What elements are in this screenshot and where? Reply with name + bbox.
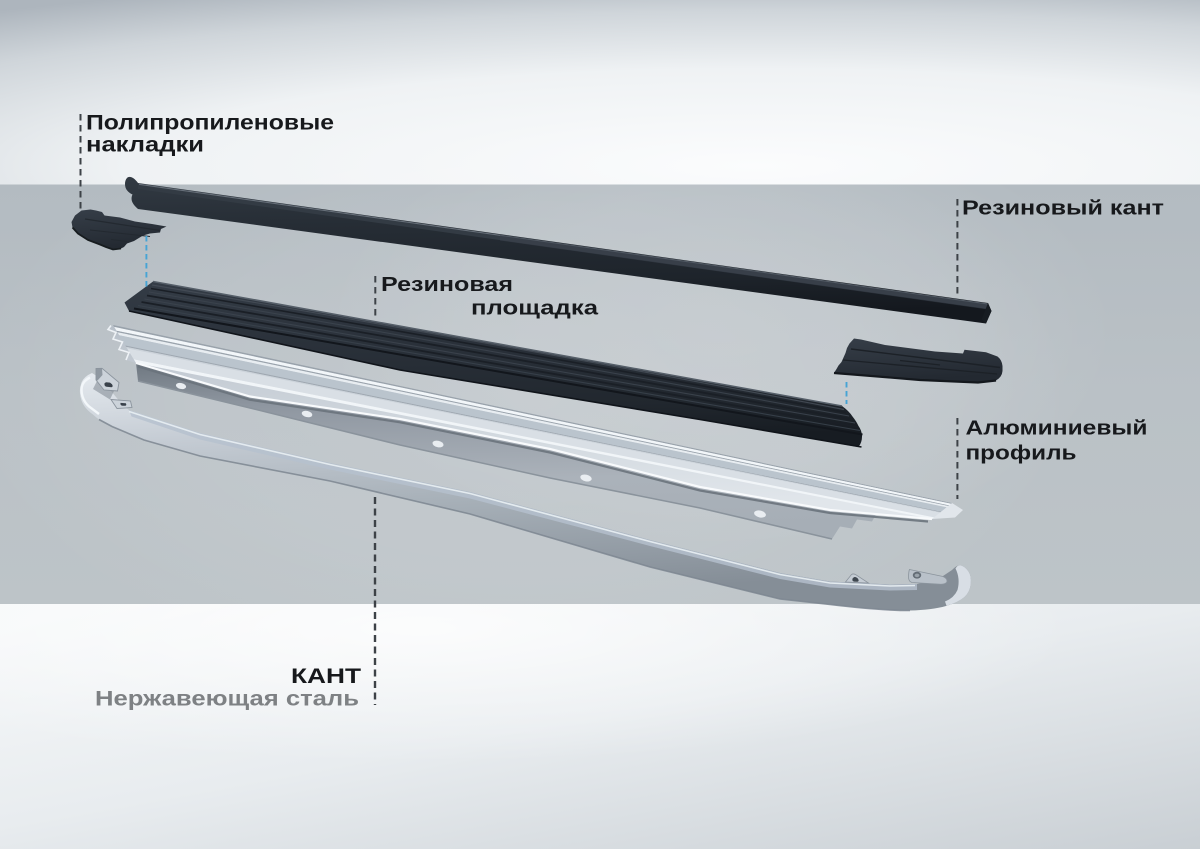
svg-text:Нержавеющая сталь: Нержавеющая сталь — [95, 688, 359, 711]
svg-text:Резиновая: Резиновая — [381, 274, 513, 296]
svg-text:накладки: накладки — [86, 134, 204, 157]
svg-text:КАНТ: КАНТ — [291, 665, 361, 688]
svg-text:профиль: профиль — [966, 443, 1077, 465]
svg-text:Алюминиевый: Алюминиевый — [966, 418, 1148, 440]
svg-text:площадка: площадка — [471, 297, 599, 319]
svg-text:Полипропиленовые: Полипропиленовые — [86, 111, 334, 134]
svg-text:Резиновый кант: Резиновый кант — [962, 196, 1164, 219]
